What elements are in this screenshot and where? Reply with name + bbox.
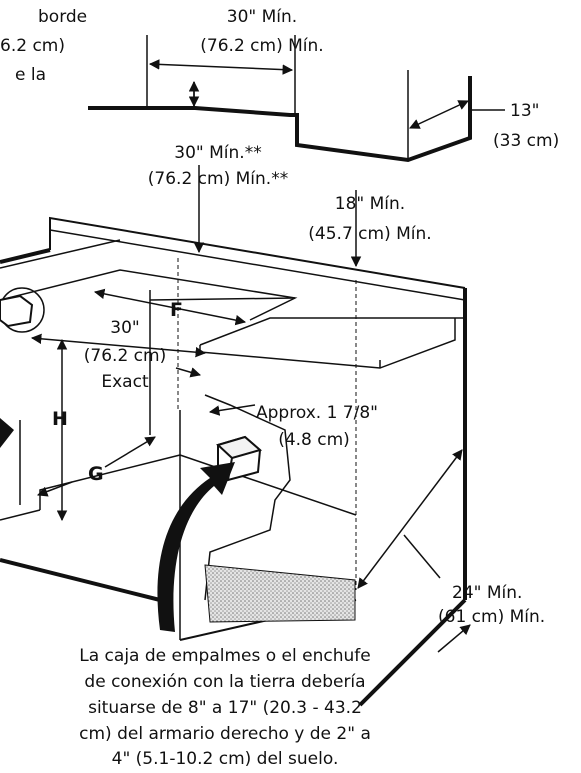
counter-thickness-cm: (4.8 cm): [278, 430, 350, 450]
letter-f: F: [170, 299, 183, 321]
note-line5: 4" (5.1-10.2 cm) del suelo.: [112, 749, 339, 768]
cabinet-depth-cm: (61 cm) Mín.: [438, 607, 545, 627]
top-width-inches: 30" Mín.: [227, 7, 297, 27]
wall-cabinet-outline: [88, 35, 472, 163]
center-clearance-inches: 30" Mín.**: [174, 143, 261, 163]
note-line2: de conexión con la tierra debería: [84, 672, 365, 692]
partial-label-line3: e la: [15, 65, 46, 85]
letter-g: G: [88, 463, 104, 485]
left-detail: [0, 287, 45, 448]
counter-clearance-inches: 18" Mín.: [335, 194, 405, 214]
side-depth-inches: 13": [510, 101, 539, 121]
partial-label-line1: borde: [38, 7, 87, 27]
counter-thickness-inches: Approx. 1 7/8": [256, 403, 378, 423]
top-left-partial-label: borde 6.2 cm) e la: [0, 7, 87, 85]
dimension-arrows-top: [148, 59, 505, 268]
cutout-width-inches: 30": [110, 318, 139, 338]
cutout-width-cm: (76.2 cm): [84, 346, 166, 366]
note-line1: La caja de empalmes o el enchufe: [79, 646, 370, 666]
note-line4: cm) del armario derecho y de 2" a: [79, 724, 371, 744]
countertop-and-cabinet: [0, 216, 467, 707]
junction-box: [216, 435, 263, 482]
counter-clearance-cm: (45.7 cm) Mín.: [308, 224, 431, 244]
cutout-width-exact: Exact: [101, 372, 149, 392]
note-line3: situarse de 8" a 17" (20.3 - 43.2: [88, 698, 362, 718]
cabinet-depth-inches: 24" Mín.: [452, 583, 522, 603]
partial-label-line2: 6.2 cm): [0, 36, 65, 56]
curved-arrow: [157, 462, 235, 632]
side-depth-cm: (33 cm): [493, 131, 559, 151]
junction-box-note: La caja de empalmes o el enchufe de cone…: [79, 646, 371, 769]
letter-h: H: [52, 408, 68, 430]
floor-shading: [204, 564, 356, 623]
dimension-arrows-interior: [30, 288, 471, 653]
top-width-cm: (76.2 cm) Mín.: [200, 36, 323, 56]
center-clearance-cm: (76.2 cm) Mín.**: [148, 169, 288, 189]
